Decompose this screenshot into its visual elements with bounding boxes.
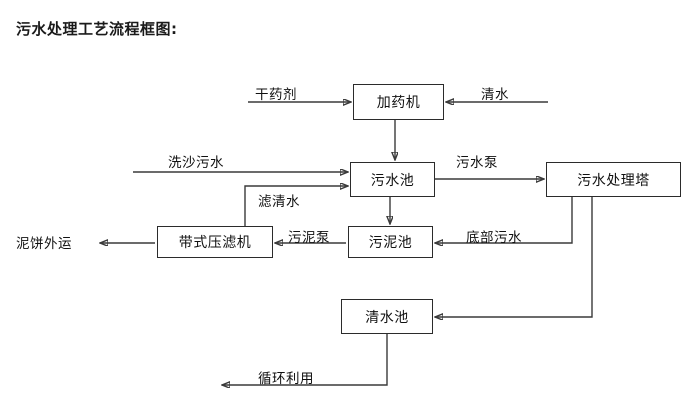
node-label: 污水处理塔 [577, 172, 650, 189]
node-label: 污水池 [370, 172, 415, 189]
edge-label-bottom-sewage: 底部污水 [466, 230, 522, 246]
node-treatment-tower: 污水处理塔 [546, 162, 681, 197]
node-belt-filter-press: 带式压滤机 [157, 226, 273, 258]
edge-label-sand-wash-sewage: 洗沙污水 [168, 155, 224, 171]
node-label: 加药机 [376, 95, 421, 111]
node-clear-water-pool: 清水池 [341, 299, 433, 334]
edge-label-dry-reagent: 干药剂 [255, 87, 297, 103]
page-title: 污水处理工艺流程框图: [16, 20, 178, 38]
node-dosing-machine: 加药机 [353, 84, 444, 120]
edge-label-filtered-water: 滤清水 [258, 194, 300, 210]
edge-tower-to-clear-water-pool [435, 197, 593, 317]
edge-label-sludge-pump: 污泥泵 [288, 230, 330, 246]
node-sludge-pool: 污泥池 [348, 226, 433, 258]
terminal-label-mud-cake-out: 泥饼外运 [16, 236, 72, 252]
node-label: 污泥池 [368, 235, 413, 251]
node-label: 清水池 [365, 309, 409, 326]
edge-label-recycle-use: 循环利用 [258, 371, 314, 387]
edge-label-clean-water: 清水 [481, 87, 509, 103]
edge-label-sewage-pump: 污水泵 [456, 155, 498, 171]
node-label: 带式压滤机 [178, 235, 252, 251]
node-wastewater-pool: 污水池 [350, 162, 435, 197]
